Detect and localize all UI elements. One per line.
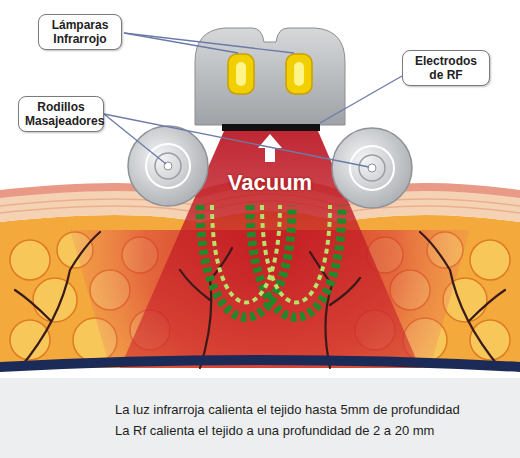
callout-text: Lámparas Infrarrojo — [45, 18, 115, 46]
rf-field-lines-part — [212, 205, 330, 303]
fat-layer-part-part — [470, 240, 510, 280]
rf-field-lines-part — [200, 205, 342, 318]
vacuum-arrow — [258, 134, 282, 162]
device-head-part — [195, 28, 345, 125]
leader-lines-part — [104, 114, 369, 167]
blood-vessels — [15, 232, 505, 368]
leader-lines-part — [124, 33, 238, 53]
device-head-part — [222, 124, 320, 131]
rf-field-lines-part-part — [250, 205, 342, 318]
caption-line: La luz infrarroja calienta el tejido has… — [115, 399, 520, 420]
blood-vessels-part — [180, 248, 232, 368]
massage-rollers-part — [359, 155, 385, 181]
muscle-line-part — [0, 355, 520, 372]
callout-text: Electrodos de RF — [409, 54, 483, 82]
massage-rollers-part — [146, 144, 190, 188]
rf-field-lines-part-part — [262, 205, 330, 303]
device-head-part — [294, 62, 304, 86]
caption-line: La Rf calienta el tejido a una profundid… — [115, 420, 520, 441]
device-head-part — [236, 62, 246, 86]
leader-lines-part — [320, 76, 402, 123]
massage-rollers — [128, 126, 412, 208]
vacuum-label: Vacuum — [210, 170, 330, 196]
massage-rollers-part — [368, 164, 376, 172]
roller-callout: Rodillos Masajeadores — [18, 96, 104, 132]
vacuum-arrow-part — [258, 134, 282, 162]
leader-lines-part — [124, 33, 294, 53]
fat-layer-part-part — [10, 240, 50, 280]
massage-rollers-part — [155, 153, 181, 179]
callout-text: Rodillos Masajeadores — [25, 100, 97, 128]
rf-field-lines — [200, 205, 342, 318]
muscle-line — [0, 355, 520, 372]
leader-lines — [104, 33, 402, 167]
lamp-callout: Lámparas Infrarrojo — [38, 14, 122, 50]
leader-lines-part — [104, 114, 166, 164]
blood-vessels-part — [15, 232, 100, 368]
massage-rollers-part — [332, 128, 412, 208]
device-head-part — [286, 54, 312, 94]
rf-field-lines-part-part — [212, 205, 280, 303]
heat-glow-part — [120, 131, 420, 368]
device-head-part — [228, 54, 254, 94]
massage-rollers-part — [350, 146, 394, 190]
rf-field-lines-part-part — [200, 205, 292, 318]
caption-band: La luz infrarroja calienta el tejido has… — [0, 378, 520, 458]
electrode-callout: Electrodos de RF — [402, 50, 490, 86]
blood-vessels-part — [420, 232, 505, 368]
massage-rollers-part — [128, 126, 208, 206]
